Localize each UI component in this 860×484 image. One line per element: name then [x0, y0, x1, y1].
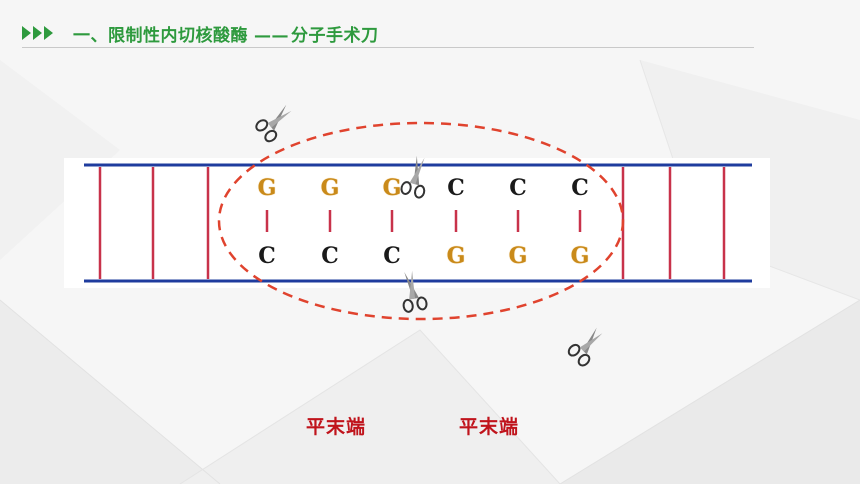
outer-rungs	[98, 167, 726, 279]
bottom-base: C	[321, 243, 339, 269]
bottom-base: C	[258, 243, 276, 269]
top-base: C	[571, 175, 589, 201]
scissors-icon	[400, 155, 426, 199]
slide-header: 一、限制性内切核酸酶 ——分子手术刀	[22, 18, 379, 48]
header-divider	[22, 47, 754, 48]
slide-title: 一、限制性内切核酸酶 ——分子手术刀	[73, 21, 379, 46]
base-pair-bonds	[265, 210, 582, 232]
scissors-icon	[567, 327, 603, 367]
bottom-base: G	[508, 243, 528, 269]
top-base: G	[257, 175, 277, 201]
top-base: G	[382, 175, 402, 201]
chevron-arrows-icon	[22, 26, 55, 40]
bottom-base: G	[446, 243, 466, 269]
top-base: C	[509, 175, 527, 201]
scissors-icon	[402, 270, 428, 313]
scissors-icon	[255, 104, 292, 143]
title-sub: 分子手术刀	[291, 25, 379, 46]
title-dash: ——	[254, 25, 289, 46]
bottom-base: G	[570, 243, 590, 269]
cut-site-ellipse	[217, 121, 625, 321]
title-main: 一、限制性内切核酸酶	[73, 25, 248, 46]
blunt-end-label-left: 平末端	[306, 416, 367, 438]
bottom-base: C	[383, 243, 401, 269]
top-base: C	[447, 175, 465, 201]
top-base: G	[320, 175, 340, 201]
blunt-end-label-right: 平末端	[459, 416, 520, 438]
